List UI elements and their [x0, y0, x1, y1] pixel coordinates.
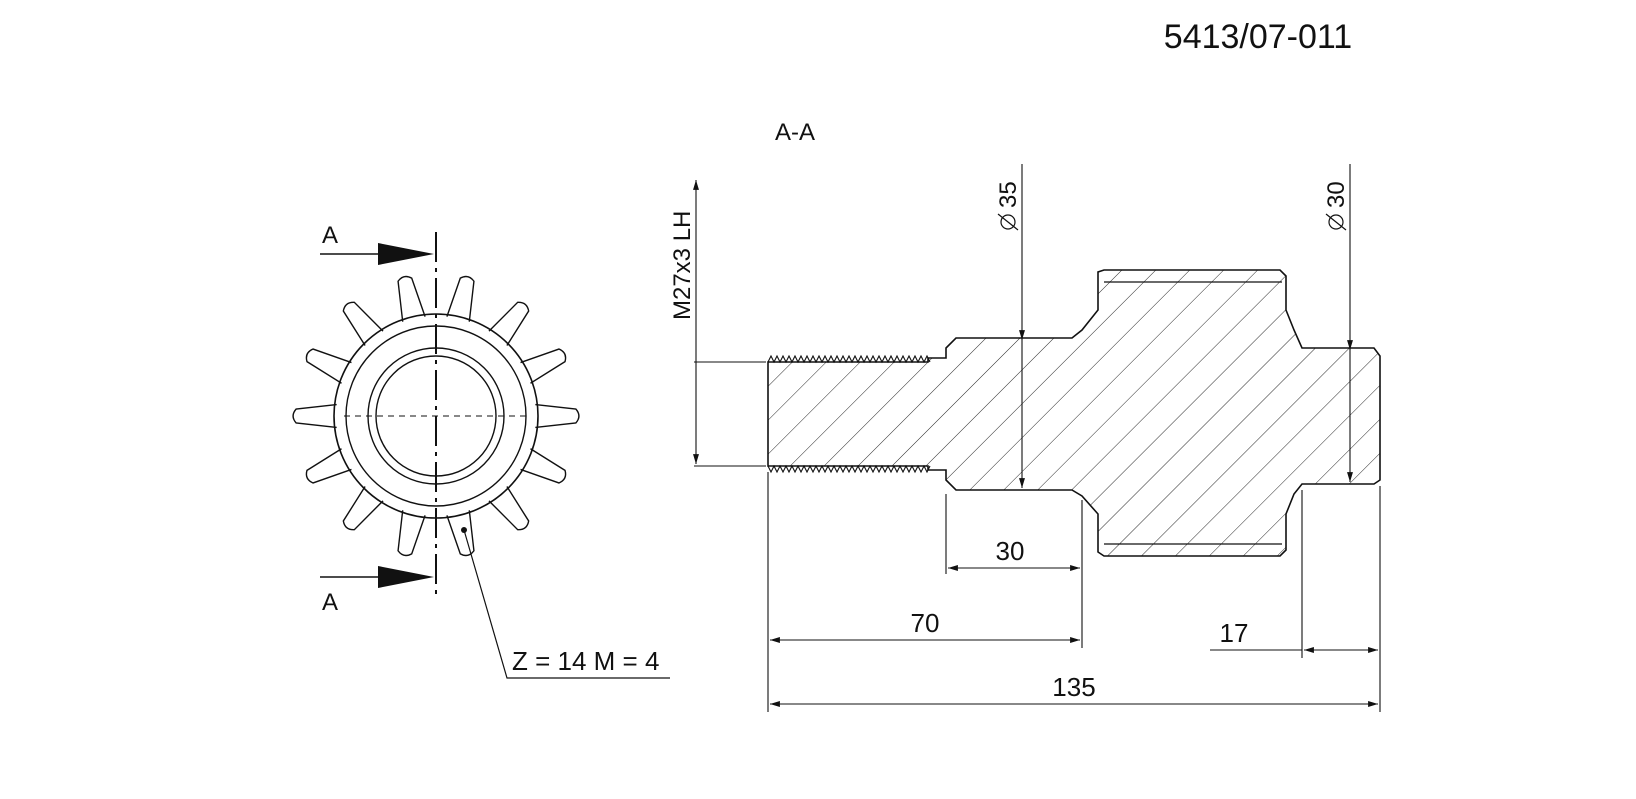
gear-teeth: [292, 275, 580, 557]
gear-tooth: [305, 348, 352, 384]
dia35-label: 35: [995, 181, 1022, 231]
section-arrow-bottom: [320, 566, 434, 588]
shaft-section: [767, 269, 1381, 557]
gear-front-view: [292, 232, 580, 600]
gear-tooth: [488, 486, 530, 531]
diameter-icon: [1328, 214, 1344, 230]
thread-teeth-bottom: [767, 464, 931, 474]
thread-label: M27x3 LH: [669, 211, 696, 320]
dia30-label: 30: [1323, 181, 1350, 231]
diameter-icon: [1000, 214, 1016, 230]
thread-teeth-top: [767, 354, 931, 364]
dia30-value: 30: [1323, 181, 1350, 208]
thread-dimension: [693, 180, 766, 467]
section-title: A-A: [775, 119, 815, 146]
dia35-value: 35: [995, 181, 1022, 208]
gear-tooth: [535, 403, 580, 429]
drawing-number: 5413/07-011: [1164, 18, 1352, 56]
section-marker-bottom: A: [322, 589, 338, 616]
gear-note: Z = 14 M = 4: [512, 646, 659, 676]
gear-tooth: [446, 510, 475, 557]
gear-tooth: [520, 348, 567, 384]
gear-tooth: [305, 448, 352, 484]
extension-lines: [767, 472, 1381, 712]
gear-tooth: [397, 510, 426, 557]
dim135-value: 135: [1052, 672, 1095, 702]
section-marker-top: A: [322, 222, 338, 249]
section-arrow-top: [320, 243, 434, 265]
gear-note-leader: [461, 527, 670, 679]
gear-tooth: [520, 448, 567, 484]
gear-tooth: [342, 301, 384, 346]
gear-tooth: [397, 275, 426, 322]
gear-tooth: [342, 486, 384, 531]
gear-tooth: [488, 301, 530, 346]
dim30-value: 30: [996, 536, 1025, 566]
dim70-value: 70: [911, 608, 940, 638]
gear-tooth: [292, 403, 337, 429]
dim17-value: 17: [1220, 618, 1249, 648]
gear-tooth: [446, 275, 475, 322]
